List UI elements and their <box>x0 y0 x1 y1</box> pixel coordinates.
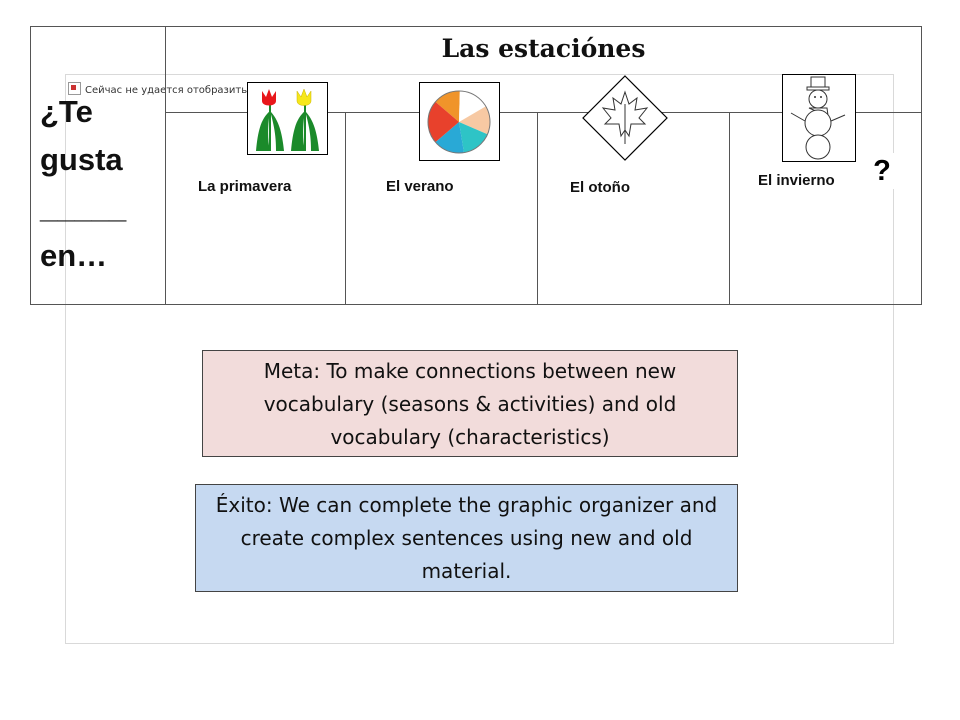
season-label-spring: La primavera <box>198 178 292 195</box>
tulips-icon <box>247 82 328 155</box>
broken-image-text: Сейчас не удается отобразить р <box>85 85 257 96</box>
beach-ball-icon <box>419 82 500 161</box>
slide-frame <box>65 74 894 644</box>
meta-objective-box: Meta: To make connections between new vo… <box>202 350 738 457</box>
table-border-right <box>921 26 922 305</box>
table-title: Las estaciónes <box>441 34 646 63</box>
maple-leaf-icon <box>581 74 669 162</box>
question-mark: ? <box>868 153 896 189</box>
question-text: ¿Te gusta _____ en… <box>40 94 127 273</box>
broken-image-placeholder: Сейчас не удается отобразить р <box>68 82 268 96</box>
table-divider-question <box>165 26 166 305</box>
exito-success-box: Éxito: We can complete the graphic organ… <box>195 484 738 592</box>
table-divider-col3 <box>537 112 538 305</box>
table-border-top <box>30 26 921 27</box>
table-divider-col4 <box>729 112 730 305</box>
season-label-autumn: El otoño <box>570 179 630 196</box>
table-border-left <box>30 26 31 305</box>
table-divider-col2 <box>345 112 346 305</box>
snowman-icon <box>782 74 856 162</box>
season-label-winter: El invierno <box>758 172 835 189</box>
table-border-bottom <box>30 304 921 305</box>
table-divider-title <box>165 112 921 113</box>
broken-image-icon <box>68 82 81 95</box>
season-label-summer: El verano <box>386 178 454 195</box>
